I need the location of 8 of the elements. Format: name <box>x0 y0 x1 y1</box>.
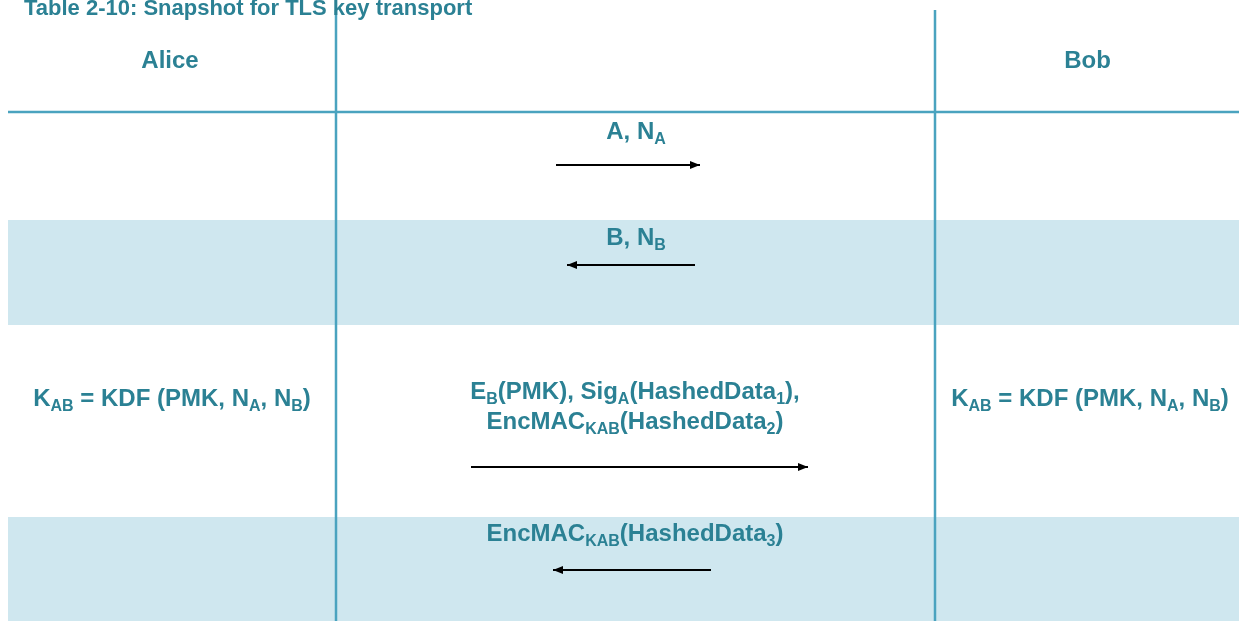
column-header: Bob <box>1063 45 1112 75</box>
key-derivation-text: K$_{AB}$ = KDF (PMK, N$_{A}$, N$_{B}$) <box>950 383 1230 413</box>
message-label: E$_{B}$(PMK), Sig$_{A}$(HashedData$_{1}$), EncMAC$_{KAB}$(HashedData$_{2}$) <box>469 376 801 436</box>
message-label: A, N$_{A}$ <box>605 116 667 146</box>
message-label: B, N$_{B}$ <box>605 222 667 252</box>
message-label: EncMAC$_{KAB}$(HashedData$_{3}$) <box>485 518 785 548</box>
key-derivation-text: K$_{AB}$ = KDF (PMK, N$_{A}$, N$_{B}$) <box>32 383 312 413</box>
column-header: Alice <box>140 45 200 75</box>
